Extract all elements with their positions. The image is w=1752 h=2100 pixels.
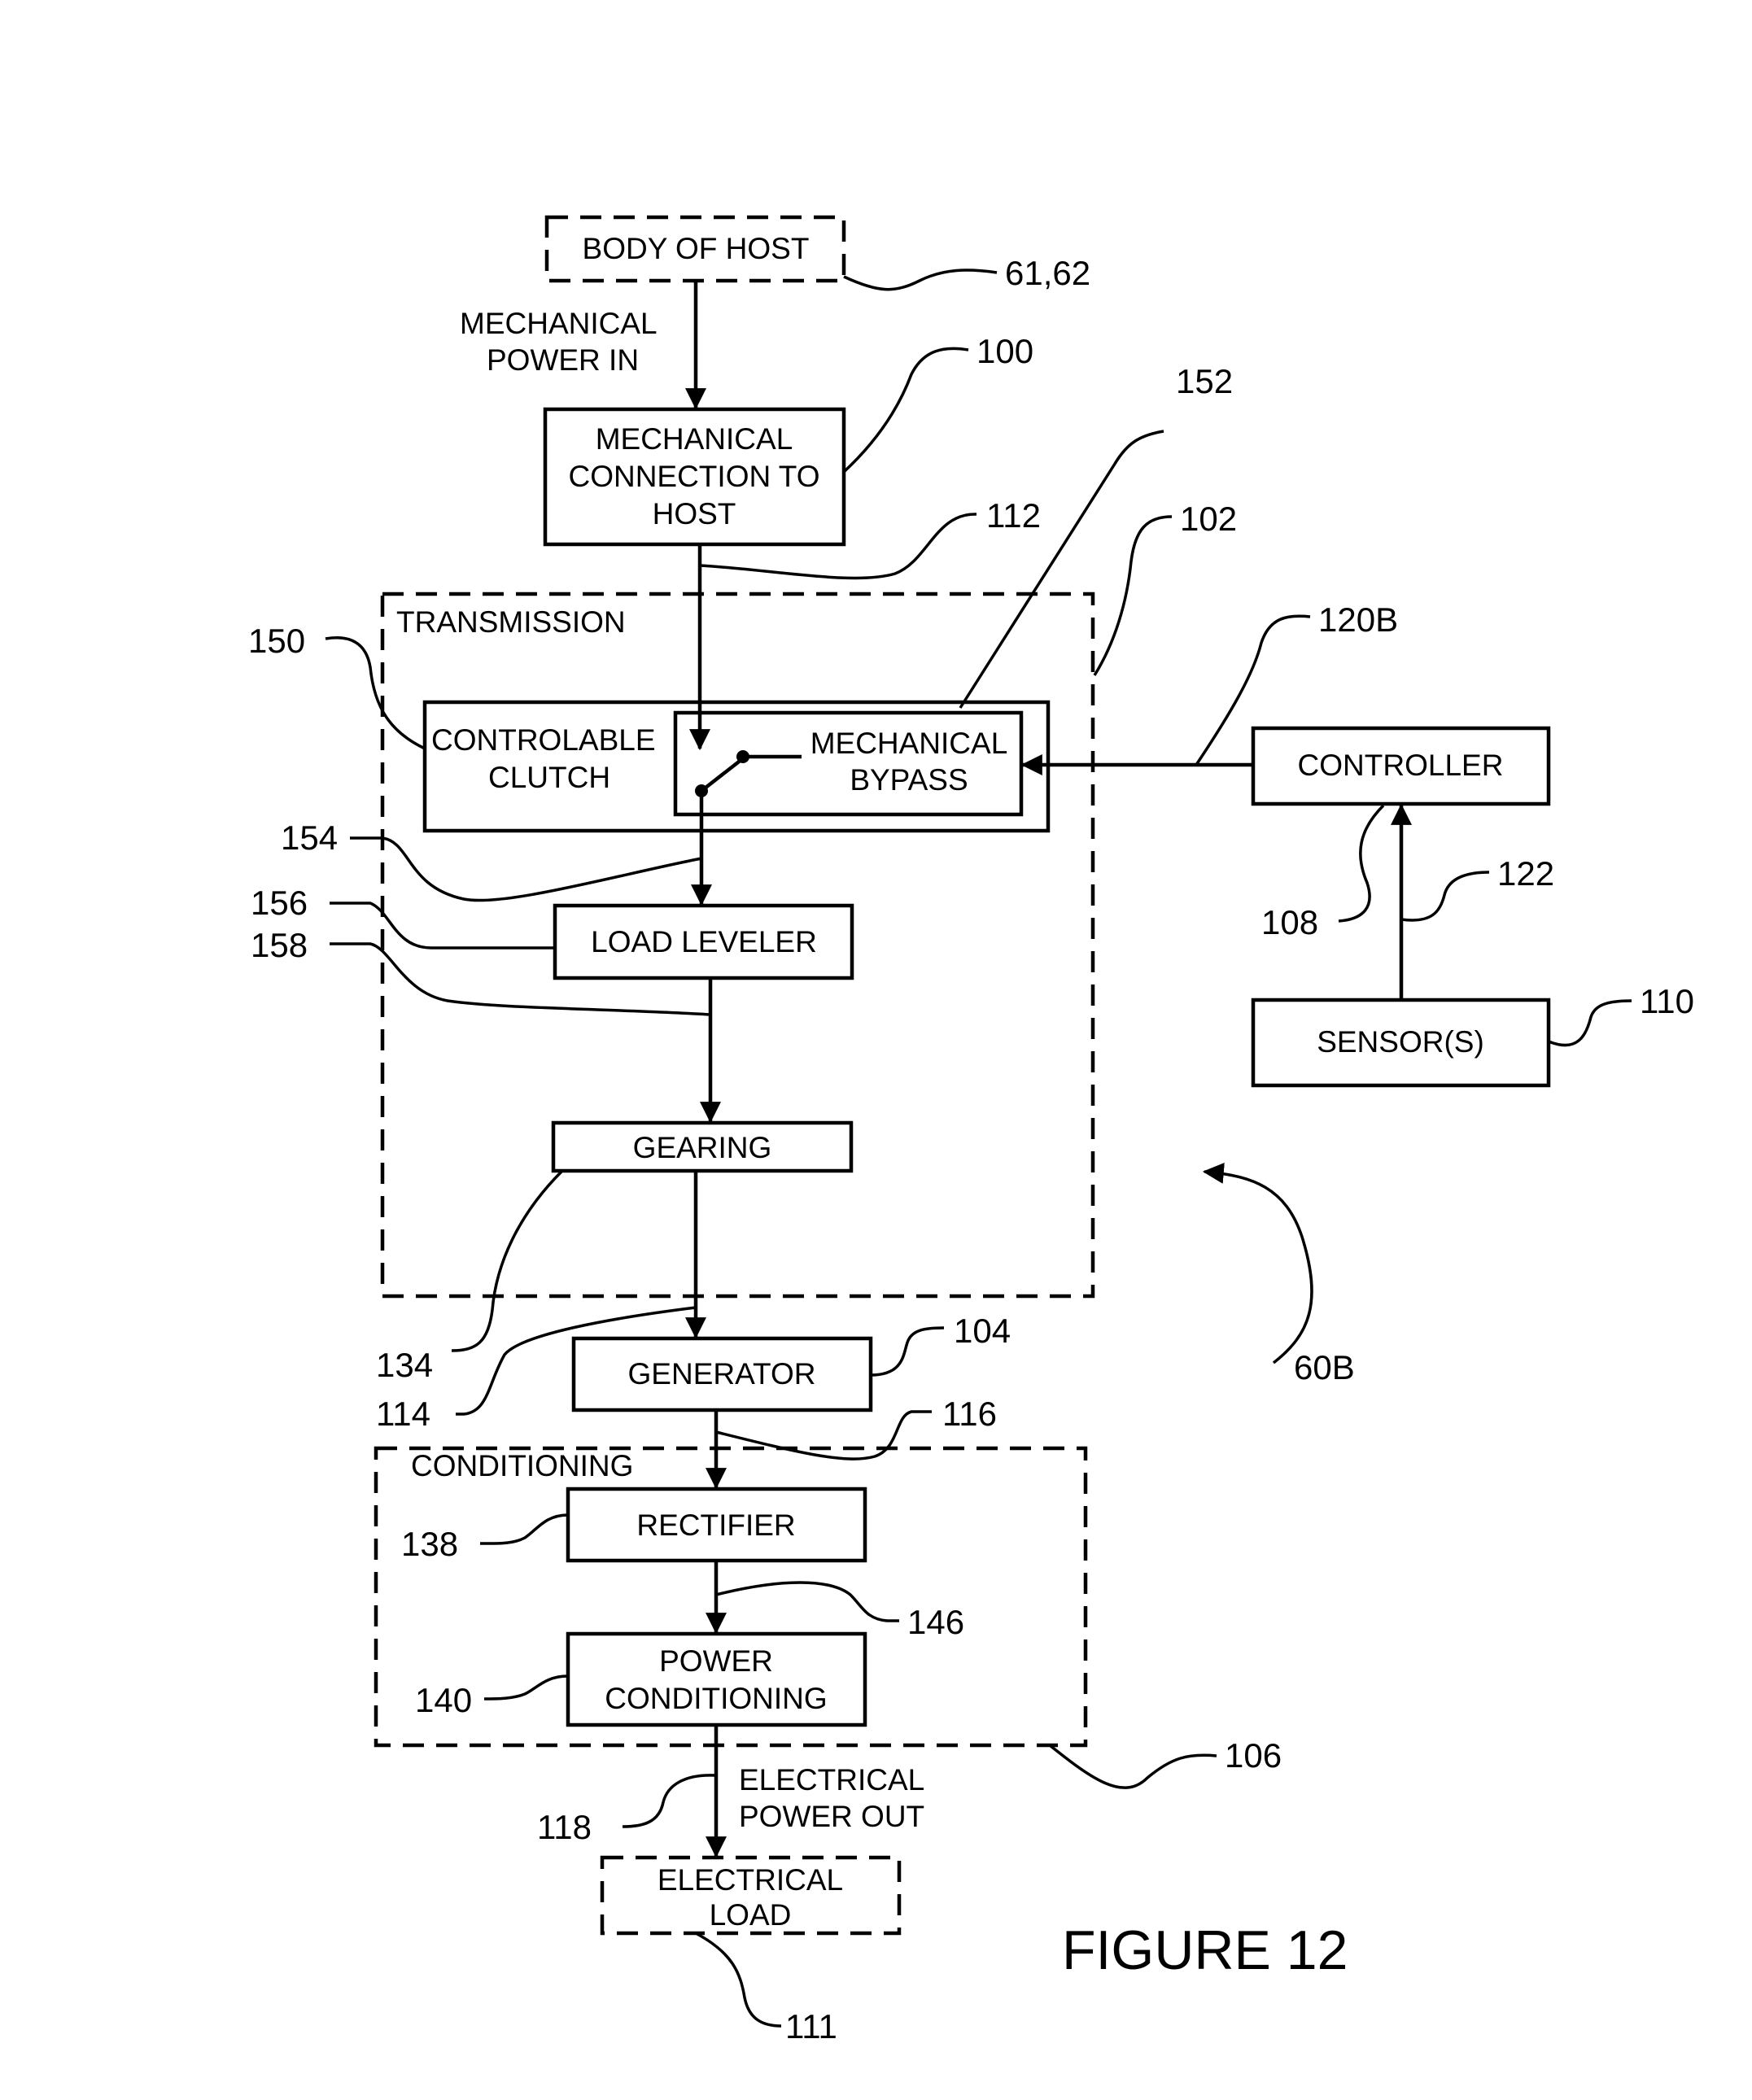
ref-112: 112 [986,496,1041,535]
power-conditioning-label-2: CONDITIONING [605,1682,827,1715]
ref-102: 102 [1180,500,1237,538]
leader-150 [325,638,425,749]
controllable-clutch-label-1: CONTROLABLE [431,723,656,757]
leader-154 [350,838,701,901]
ref-104: 104 [954,1312,1011,1350]
ref-134: 134 [376,1346,433,1384]
ref-156: 156 [251,884,308,922]
controller-label: CONTROLLER [1298,749,1504,782]
electrical-power-out-label-1: ELECTRICAL [739,1763,924,1797]
ref-118: 118 [537,1808,592,1846]
leader-108 [1339,806,1383,921]
ref-152: 152 [1176,362,1233,400]
figure-label: FIGURE 12 [1062,1919,1348,1981]
generator-label: GENERATOR [628,1357,816,1391]
leader-host [844,270,997,290]
ref-108: 108 [1261,903,1318,941]
leader-122 [1401,872,1489,920]
sensors-label: SENSOR(S) [1317,1025,1484,1059]
ref-110: 110 [1640,982,1694,1020]
ref-114: 114 [376,1395,430,1433]
leader-110 [1549,1001,1632,1046]
ref-111: 111 [785,2007,837,2045]
electrical-load-label-2: LOAD [710,1898,792,1932]
leader-140 [484,1676,568,1699]
ref-154: 154 [281,819,338,857]
ref-106: 106 [1225,1736,1282,1775]
controllable-clutch-label-2: CLUTCH [488,761,610,794]
ref-138: 138 [401,1525,458,1563]
ref-158: 158 [251,926,308,964]
switch-lever [701,759,742,791]
mechanical-bypass-label-2: BYPASS [850,763,968,797]
ref-116: 116 [942,1395,997,1433]
power-conditioning-label-1: POWER [659,1644,773,1678]
mechanical-connection-label-3: HOST [653,497,736,530]
ref-61-62: 61,62 [1005,254,1090,292]
leader-60B [1204,1172,1312,1363]
ref-146: 146 [907,1603,964,1641]
rectifier-label: RECTIFIER [636,1508,795,1542]
mechanical-power-in-label-1: MECHANICAL [460,307,658,340]
ref-120B: 120B [1318,600,1398,639]
electrical-load-label-1: ELECTRICAL [658,1863,843,1897]
leader-100 [844,348,968,472]
leader-111 [696,1933,781,2026]
leader-116 [716,1412,932,1459]
mechanical-bypass-label-1: MECHANICAL [810,727,1008,760]
load-leveler-label: LOAD LEVELER [591,925,817,958]
leader-152 [960,431,1164,708]
ref-150: 150 [248,622,305,660]
body-of-host-label: BODY OF HOST [583,232,810,265]
transmission-label: TRANSMISSION [396,605,626,639]
conditioning-label: CONDITIONING [411,1449,633,1482]
leader-146 [716,1583,899,1621]
leader-104 [871,1328,944,1375]
leader-118 [623,1775,716,1827]
ref-140: 140 [415,1681,472,1719]
ref-60B: 60B [1294,1348,1355,1386]
leader-102 [1094,517,1172,675]
leader-156 [330,903,555,948]
mechanical-connection-label-1: MECHANICAL [596,422,793,456]
electrical-power-out-label-2: POWER OUT [739,1800,924,1833]
leader-134 [452,1172,561,1351]
leader-106 [1050,1745,1217,1788]
leader-138 [480,1515,568,1543]
gearing-label: GEARING [633,1131,772,1164]
ref-122: 122 [1497,854,1554,893]
mechanical-connection-label-2: CONNECTION TO [568,460,819,493]
ref-100: 100 [976,332,1033,370]
mechanical-power-in-label-2: POWER IN [487,343,639,377]
